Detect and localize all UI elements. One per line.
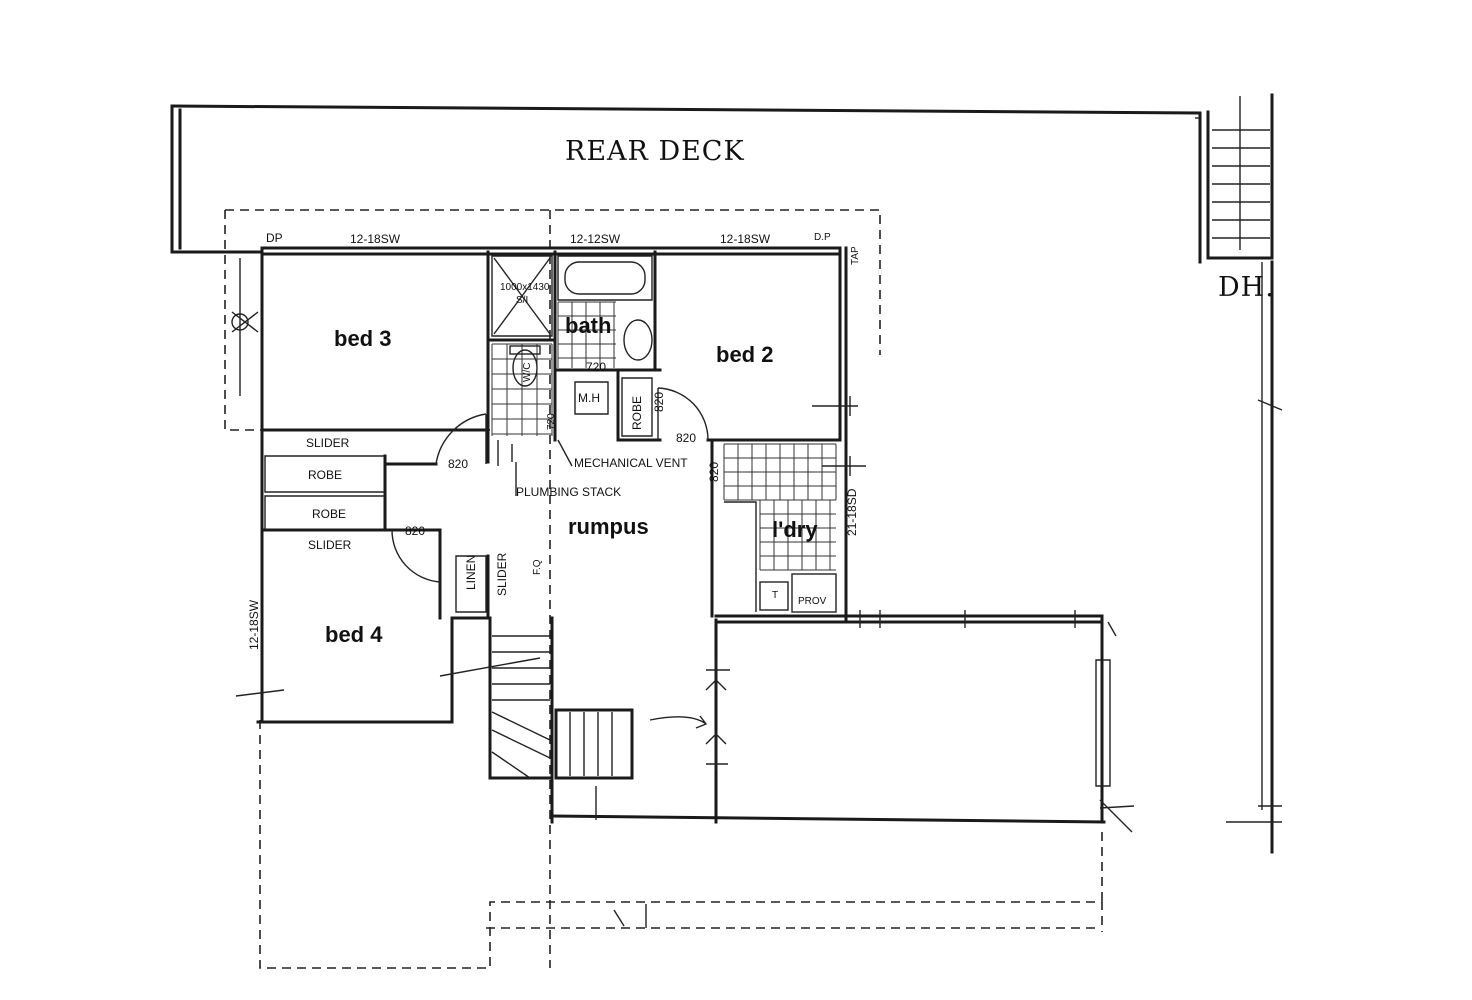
bed2-window-label: 12-18SW <box>720 232 771 246</box>
robe-right-label: ROBE <box>630 396 644 430</box>
rear-deck: REAR DECK <box>170 104 1202 264</box>
internal-stair <box>439 616 708 820</box>
ldry-window-label: 21-18SD <box>845 488 859 536</box>
ldry-label: l'dry <box>772 517 818 542</box>
external-stair: DH. <box>1206 93 1283 854</box>
bed4-window-label: 12-18SW <box>247 599 261 650</box>
bed3-door-label: 820 <box>448 457 468 471</box>
fq-label: F.Q <box>532 559 543 575</box>
mechanical-vent-label: MECHANICAL VENT <box>574 456 688 470</box>
bed3-window-label: 12-18SW <box>350 232 401 246</box>
room-labels: bed 3 bed 2 bed 4 bath rumpus l'dry M.H … <box>266 231 831 647</box>
wc-label: W/C <box>522 363 533 382</box>
tiles <box>491 301 837 571</box>
slider-top-label: SLIDER <box>306 436 350 450</box>
bath-label: bath <box>565 313 611 338</box>
tub-label: T <box>772 590 778 601</box>
misc-marks <box>231 258 1135 928</box>
dh-label: DH. <box>1218 272 1275 303</box>
dp-left-label: DP <box>266 231 283 245</box>
wc-door-label: 720 <box>546 413 557 430</box>
ldry-door-label: 820 <box>707 462 721 482</box>
bath-door-label: 720 <box>586 360 606 374</box>
bed2-label: bed 2 <box>716 342 773 367</box>
dp-right-label: D.P <box>814 232 831 243</box>
slider-bottom-label: SLIDER <box>308 538 352 552</box>
bed4-label: bed 4 <box>325 622 383 647</box>
robe-lower-label: ROBE <box>312 507 346 521</box>
door-swings <box>391 387 709 583</box>
bed3-label: bed 3 <box>334 326 391 351</box>
dashed-outlines <box>224 209 1103 969</box>
slider-linen-label: SLIDER <box>495 552 509 596</box>
rumpus-label: rumpus <box>568 514 649 539</box>
bed2-door-label: 820 <box>676 431 696 445</box>
prov-label: PROV <box>798 596 827 607</box>
shower-sub-label: S/I <box>516 295 528 306</box>
rotated-labels: 12-18SW 21-18SD TAP ROBE 820 820 LINEN S… <box>247 246 861 650</box>
robe-door-label: 820 <box>652 392 666 412</box>
mh-label: M.H <box>578 391 600 405</box>
rear-deck-label: REAR DECK <box>565 136 745 167</box>
bath-window-label: 12-12SW <box>570 232 621 246</box>
plumbing-stack-label: PLUMBING STACK <box>516 485 621 499</box>
fixtures <box>491 255 837 613</box>
main-walls <box>256 246 1111 824</box>
robe-upper-label: ROBE <box>308 468 342 482</box>
bed4-door-label: 820 <box>405 524 425 538</box>
tap-label: TAP <box>850 246 861 265</box>
shower-size-label: 1000x1430 <box>500 282 550 293</box>
linen-label: LINEN <box>464 555 478 590</box>
